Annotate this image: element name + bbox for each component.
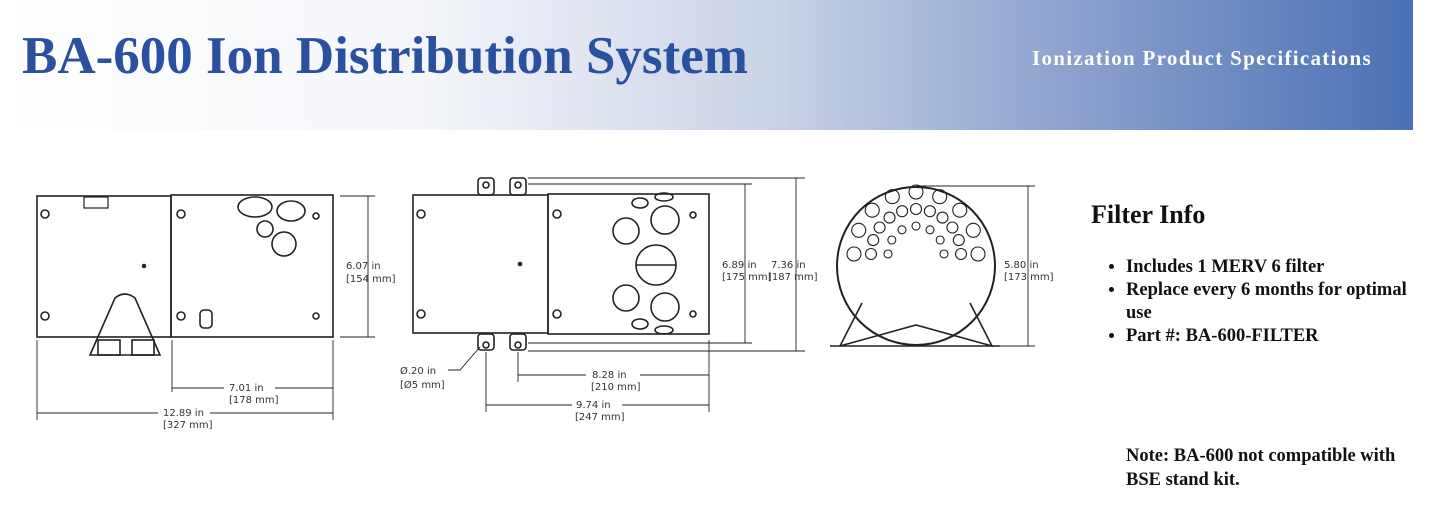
vent-hole [952, 202, 968, 218]
top-view-drawing: 6.89 in [175 mm] 7.36 in [187 mm] Ø.20 i… [400, 177, 818, 423]
vent-hole [851, 222, 867, 238]
top-inner-width-in: 8.28 in [592, 370, 627, 381]
vent-hole [884, 189, 900, 205]
vent-hole [887, 235, 897, 245]
page-subtitle: Ionization Product Specifications [1031, 46, 1372, 70]
vent-hole [864, 247, 878, 261]
vent-hole [935, 235, 945, 245]
vent-hole [908, 184, 924, 200]
vent-hole [864, 202, 880, 218]
side-length-in: 12.89 in [163, 408, 204, 419]
side-section-mm: [178 mm] [229, 395, 279, 406]
end-view-drawing: 5.80 in [173 mm] [830, 184, 1054, 348]
vent-hole [925, 225, 935, 235]
vent-hole [946, 221, 959, 234]
top-hole-mm: [Ø5 mm] [400, 379, 445, 391]
header-banner: BA-600 Ion Distribution System Ionizatio… [0, 0, 1413, 130]
vent-hole [883, 211, 896, 224]
vent-hole [939, 249, 949, 259]
vent-hole [897, 225, 907, 235]
page-title: BA-600 Ion Distribution System [22, 27, 748, 85]
side-length-mm: [327 mm] [163, 420, 213, 431]
top-overall-height-mm: [187 mm] [768, 272, 818, 283]
top-body-height-mm: [175 mm] [722, 272, 772, 283]
top-hole-in: Ø.20 in [400, 365, 436, 377]
side-height-in: 6.07 in [346, 261, 381, 272]
top-overall-height-in: 7.36 in [771, 260, 806, 271]
vent-hole [923, 205, 936, 218]
vent-hole [952, 234, 965, 247]
vent-hole [932, 189, 948, 205]
vent-hole [965, 222, 981, 238]
side-section-in: 7.01 in [229, 383, 264, 394]
vent-hole [909, 202, 923, 216]
filter-info-list: Includes 1 MERV 6 filter Replace every 6… [1100, 256, 1416, 348]
vent-hole [911, 221, 921, 231]
top-outer-width-mm: [247 mm] [575, 412, 625, 423]
filter-info-item: Includes 1 MERV 6 filter [1126, 256, 1416, 279]
side-view-drawing: 6.07 in [154 mm] 7.01 in [178 mm] 12.89 … [36, 194, 396, 431]
side-height-mm: [154 mm] [346, 274, 396, 285]
compatibility-note: Note: BA-600 not compatible with BSE sta… [1126, 446, 1396, 490]
vent-hole [873, 221, 886, 234]
vent-hole [883, 249, 893, 259]
vent-hole [867, 234, 880, 247]
filter-info-item: Part #: BA-600-FILTER [1126, 325, 1416, 348]
end-height-in: 5.80 in [1004, 260, 1039, 271]
vent-hole [846, 246, 862, 262]
vent-hole [936, 211, 949, 224]
top-inner-width-mm: [210 mm] [591, 382, 641, 393]
end-height-mm: [173 mm] [1004, 272, 1054, 283]
vent-hole [970, 246, 986, 262]
filter-info-title: Filter Info [1091, 200, 1206, 229]
vent-hole [896, 205, 909, 218]
top-body-height-in: 6.89 in [722, 260, 757, 271]
top-outer-width-in: 9.74 in [576, 400, 611, 411]
vent-hole [954, 247, 968, 261]
filter-info-item: Replace every 6 months for optimal use [1126, 279, 1416, 325]
